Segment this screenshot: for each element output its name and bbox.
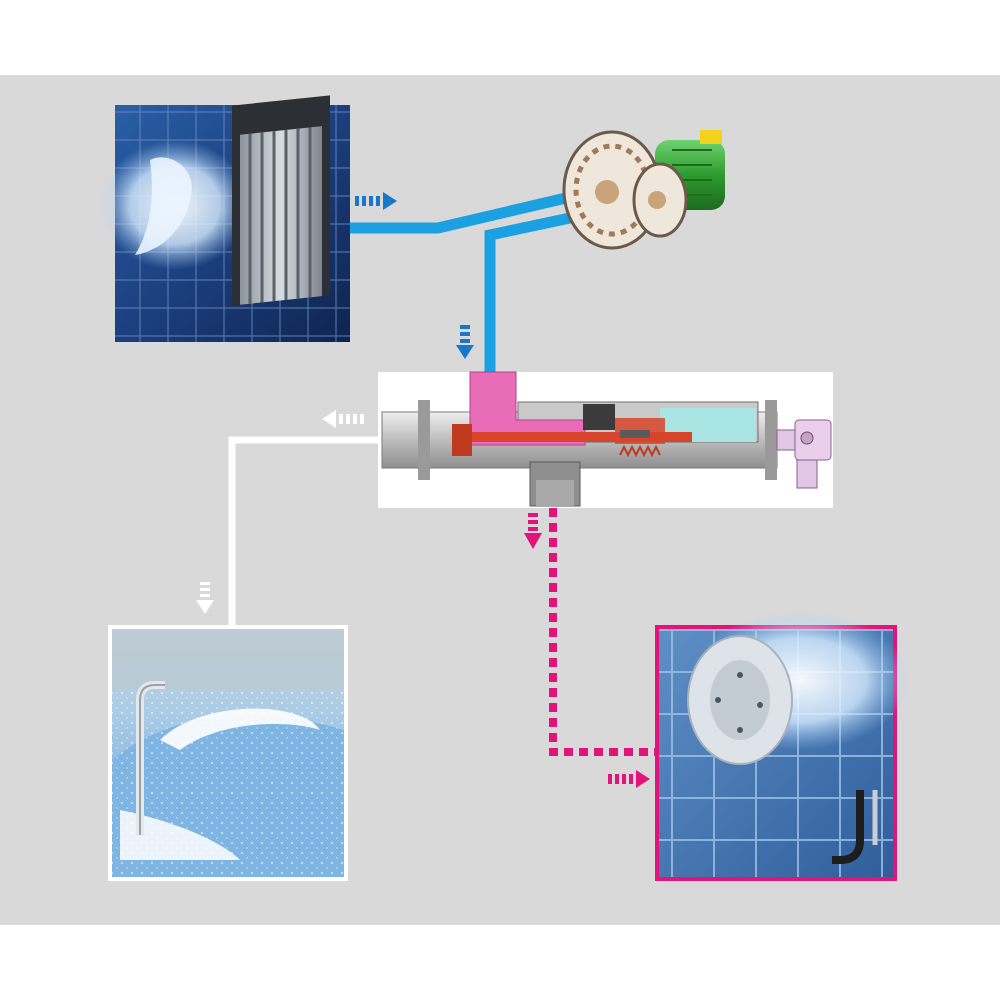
air-mixer-unit-cutaway bbox=[378, 371, 833, 508]
flow-line-mixer-to-nozzle bbox=[549, 508, 655, 756]
arrow-down-icon bbox=[524, 513, 542, 549]
arrow-left-icon bbox=[322, 410, 364, 428]
circulation-pump-icon bbox=[562, 130, 725, 250]
grille-slats bbox=[240, 126, 322, 305]
whirlpool-basin-photo bbox=[108, 625, 348, 881]
arrow-down-icon bbox=[196, 582, 214, 614]
arrow-down-icon bbox=[456, 325, 474, 359]
flow-line-grille-to-pump bbox=[350, 184, 602, 234]
flow-line-mixer-to-basin bbox=[228, 436, 380, 625]
arrow-right-icon bbox=[355, 192, 397, 210]
air-valve-icon bbox=[776, 419, 832, 489]
suction-grille-photo bbox=[100, 95, 350, 342]
bubble-nozzle-photo bbox=[655, 610, 910, 881]
arrow-right-icon bbox=[608, 770, 650, 788]
